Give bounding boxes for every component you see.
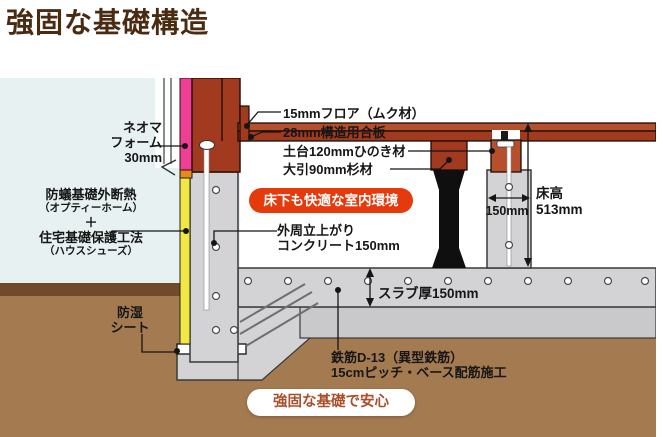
- hatch-line: [245, 302, 319, 347]
- label-line: 15cmピッチ・ベース配筋施工: [331, 365, 507, 380]
- yellow-foundation-insulation: [179, 177, 191, 345]
- under-slab-layer: [299, 306, 656, 339]
- rebar-dot: [211, 291, 221, 301]
- label-line: 30mm: [124, 150, 162, 165]
- label-line: 外周立上がり: [277, 223, 356, 238]
- dim-arrow: [366, 268, 374, 277]
- label-line: コンクリート150mm: [277, 238, 400, 253]
- rebar-dot: [243, 276, 253, 286]
- leader-dot: [174, 348, 180, 354]
- rebar-dot: [229, 325, 239, 335]
- leader-dot: [248, 134, 254, 140]
- sill-bolt: [199, 140, 215, 150]
- label-line: 防蟻基礎外断熱: [45, 187, 137, 202]
- label-neoma-foam: ネオマ フォーム 30mm: [86, 120, 162, 165]
- exterior-wall-sill: [191, 78, 241, 173]
- label-line: 513mm: [536, 202, 583, 217]
- wall-anchor-rod: [203, 147, 210, 311]
- leader-dot: [183, 228, 189, 234]
- foundation-diagram: ネオマ フォーム 30mm 防蟻基礎外断熱 （オプティーホーム） ＋ 住宅基礎保…: [0, 78, 656, 437]
- haunch-hatch-lines: [239, 283, 319, 347]
- dim-arrow: [366, 298, 374, 307]
- label-line: 防湿: [116, 305, 143, 320]
- leader-girder: [390, 160, 449, 170]
- rebar-dot: [443, 276, 453, 286]
- hatch-line: [239, 283, 306, 323]
- soil-left: [0, 283, 190, 437]
- label-line: ＋: [84, 215, 98, 230]
- label-line: 床高: [536, 186, 563, 201]
- leader-dot: [489, 148, 495, 154]
- label-line: （ハウスシューズ）: [44, 245, 138, 257]
- dim-arrow: [524, 258, 532, 267]
- label-rise-wall: 外周立上がり コンクリート150mm: [277, 223, 400, 253]
- leader-dot: [446, 157, 452, 163]
- label-sill: 土台120mmひのき材: [283, 144, 406, 159]
- rebar-dot: [403, 276, 413, 286]
- label-line: ネオマ: [122, 120, 162, 135]
- label-line: 鉄筋D-13（異型鉄筋）: [331, 350, 464, 365]
- anchor-bolt-head: [501, 131, 508, 141]
- page-title: 強固な基礎構造: [6, 7, 210, 38]
- leader-dot: [211, 240, 217, 246]
- bolt-plate: [496, 140, 515, 148]
- rebar-dot: [211, 185, 221, 195]
- break-mark: [160, 159, 177, 176]
- rebar-dot: [504, 240, 514, 250]
- label-girder: 大引90mm杉材: [283, 162, 373, 177]
- rebar-dot: [211, 325, 221, 335]
- rebar-dot: [504, 182, 514, 192]
- leader-dot: [244, 123, 250, 129]
- siding-backdrop: [155, 78, 180, 168]
- label-slab-thickness: スラブ厚150mm: [378, 286, 479, 301]
- label-pier-width: 150mm: [485, 204, 529, 218]
- rebar-dot: [640, 276, 650, 286]
- rebar-dot: [323, 276, 333, 286]
- leader-lines: [112, 111, 492, 353]
- label-flooring: 15mmフロア（ムク材）: [283, 106, 425, 121]
- leader-plywood: [250, 131, 281, 138]
- label-plywood: 28mm構造用合板: [283, 125, 386, 140]
- label-floor-height: 床高 513mm: [536, 186, 583, 218]
- steel-floor-post: [432, 170, 466, 268]
- badge-solid-foundation: 強固な基礎で安心: [247, 389, 415, 416]
- girder-block: [430, 140, 468, 171]
- leader-dot: [335, 287, 341, 293]
- badge-interior-comfort: 床下も快適な室内環境: [249, 188, 413, 213]
- dim-arrow: [522, 194, 530, 202]
- leader-dots: [174, 123, 495, 354]
- hatch-line: [239, 291, 313, 335]
- leader-damp-proof: [141, 334, 176, 353]
- rebar-dot: [523, 276, 533, 286]
- pier-anchor-rod: [506, 146, 512, 267]
- rebar-dot: [563, 276, 573, 286]
- leader-dot: [182, 143, 188, 149]
- leader-flooring: [246, 111, 281, 126]
- rebar-dot: [283, 276, 293, 286]
- rebar-dot: [603, 276, 613, 286]
- pink-insulation: [179, 78, 193, 171]
- dim-arrow: [524, 123, 532, 132]
- label-line: フォーム: [110, 135, 162, 150]
- label-line: （オプティーホーム）: [38, 202, 144, 214]
- label-damp-proof-sheet: 防湿 シート: [96, 305, 164, 335]
- rebar-dots: [211, 182, 650, 335]
- label-line: 住宅基礎保護工法: [38, 230, 143, 245]
- orange-transition-block: [179, 169, 193, 179]
- soil-dark-band: [0, 283, 180, 296]
- foundation-drawing: [0, 78, 656, 437]
- label-line: シート: [110, 320, 150, 335]
- dim-arrow: [488, 194, 496, 202]
- leader-rise-wall: [213, 230, 277, 243]
- label-termite-insulation: 防蟻基礎外断熱 （オプティーホーム） ＋ 住宅基礎保護工法 （ハウスシューズ）: [4, 187, 178, 258]
- label-rebar: 鉄筋D-13（異型鉄筋） 15cmピッチ・ベース配筋施工: [331, 350, 507, 380]
- dimension-lines: [366, 123, 532, 307]
- rebar-dot: [483, 276, 493, 286]
